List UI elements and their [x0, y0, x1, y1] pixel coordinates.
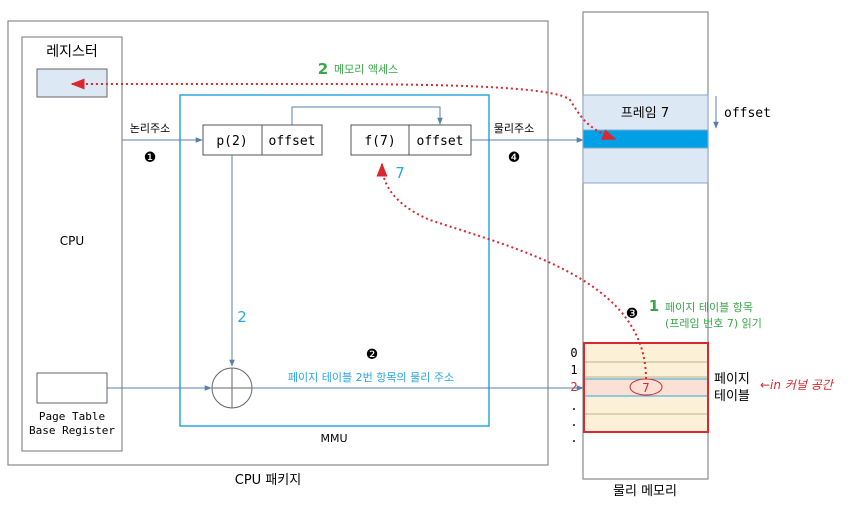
read-step-line2: (프레임 번호 7) 읽기	[665, 317, 762, 330]
ptbr-box	[36, 372, 108, 404]
page-index-0: 0	[570, 346, 577, 360]
page-table-entry-value: 7	[642, 381, 650, 395]
page-index-dot-1: .	[570, 399, 577, 413]
page-index-1: 1	[570, 363, 577, 377]
memory-access-number: 2	[318, 60, 328, 78]
read-step-line1: 페이지 테이블 항목	[665, 301, 753, 314]
memory-offset-label: offset	[724, 106, 771, 121]
step-1-marker: ❶	[144, 150, 157, 166]
logical-offset-field: offset	[269, 134, 316, 149]
page-number-label: 2	[237, 308, 247, 326]
logical-page-field: p(2)	[216, 134, 247, 149]
logical-address-label: 논리주소	[130, 122, 170, 135]
page-index-dot-2: .	[570, 415, 577, 429]
physical-offset-field: offset	[417, 134, 464, 149]
frame-7-label: 프레임 7	[621, 106, 669, 121]
physical-frame-field: f(7)	[364, 134, 395, 149]
step-2-marker: ❷	[366, 347, 379, 363]
cpu-package-label: CPU 패키지	[235, 473, 301, 488]
register-title: 레지스터	[46, 44, 98, 60]
target-byte	[582, 129, 709, 149]
physical-memory-label: 물리 메모리	[613, 484, 677, 499]
page-table-label-line2: 테이블	[714, 389, 750, 404]
memory-access-dotted-arrow	[70, 78, 617, 140]
ptbr-label-line2: Base Register	[29, 424, 115, 437]
ptbr-label-line1: Page Table	[39, 410, 105, 423]
kernel-space-annotation: ←in 커널 공간	[760, 378, 835, 392]
frame-7-rest	[582, 147, 709, 184]
entry-address-label: 페이지 테이블 2번 항목의 물리 주소	[288, 371, 454, 384]
step-4-marker: ❹	[508, 150, 521, 166]
mmu-label: MMU	[320, 432, 347, 445]
read-step-number: 1	[649, 297, 659, 315]
memory-access-label: 메모리 액세스	[334, 63, 398, 76]
page-table-label-line1: 페이지	[714, 372, 750, 387]
cpu-label: CPU	[60, 234, 84, 248]
step-3-marker: ❸	[626, 306, 639, 322]
physical-address-label: 물리주소	[494, 122, 534, 135]
frame-number-label: 7	[395, 164, 405, 182]
page-index-dot-3: .	[570, 431, 577, 445]
page-table-border	[583, 342, 709, 433]
page-index-2: 2	[570, 380, 577, 394]
